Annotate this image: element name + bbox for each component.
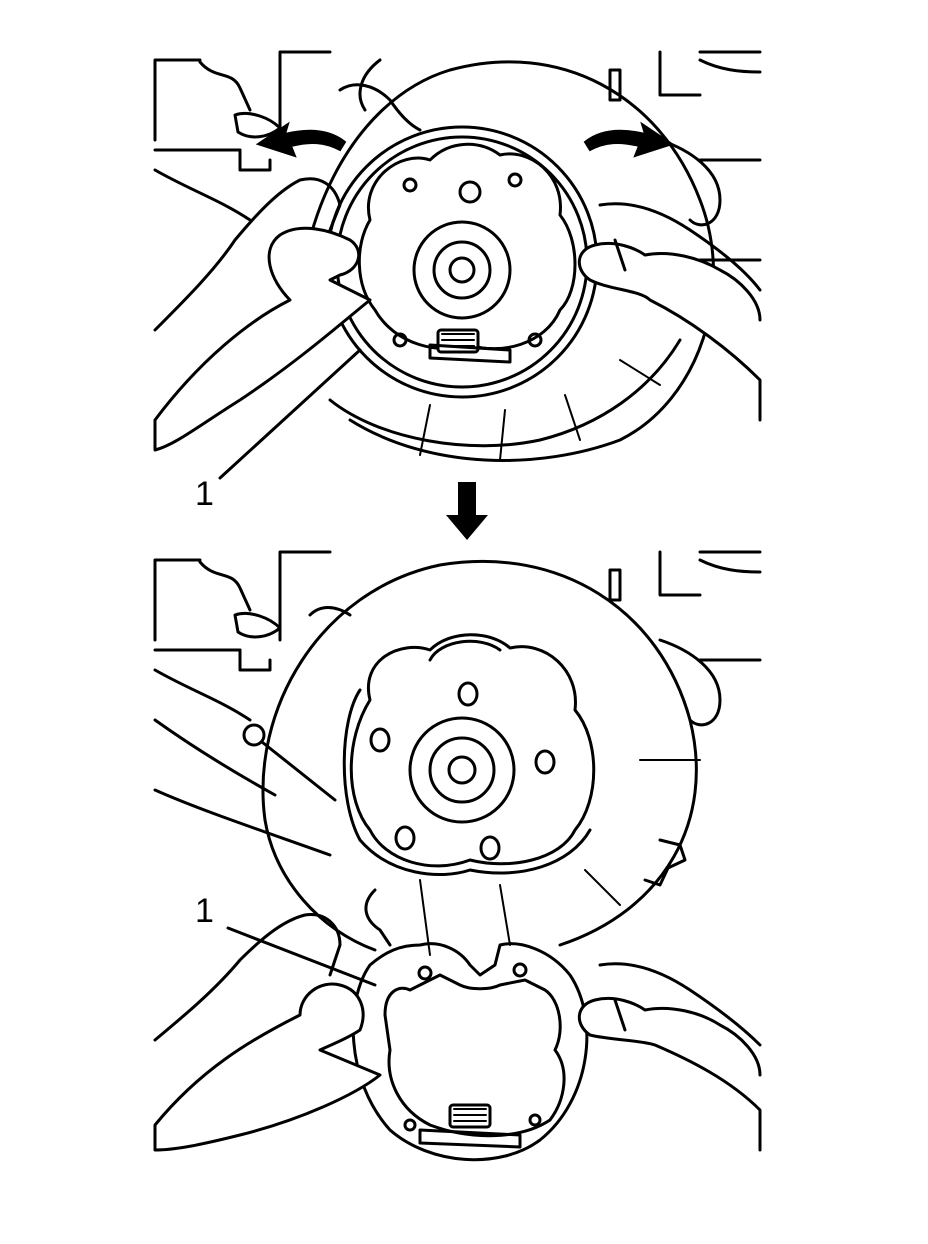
bottom-left-hand [153,982,382,1152]
bottom-brake-shoe-assembly [351,888,589,1162]
rotate-arrow-right-icon [583,121,675,158]
top-brake-shoe-assembly [325,125,599,399]
rotate-arrow-left-icon [255,121,347,158]
top-right-hand [577,241,762,422]
top-backing-plate [297,60,715,462]
top-left-hand [153,226,372,452]
top-panel: 1 [153,50,762,513]
bottom-right-hand [577,996,762,1152]
top-callout-label: 1 [195,475,214,513]
bottom-callout-label: 1 [195,892,214,930]
top-callout-leader [218,348,362,480]
bottom-chassis-background [153,550,762,857]
step-arrow-down-icon [446,482,488,540]
bottom-callout-leader [226,926,377,987]
bottom-panel: 1 [153,550,762,1162]
bottom-backing-plate [261,559,698,947]
top-chassis-background [153,50,762,262]
bottom-hub-assembly [342,633,687,887]
